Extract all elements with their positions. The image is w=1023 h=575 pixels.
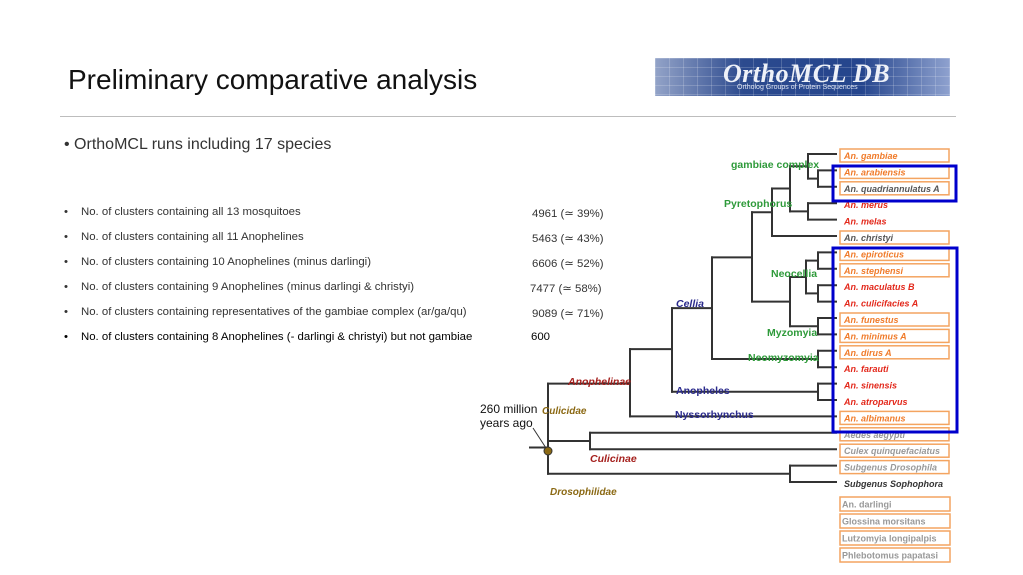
stat-value: 9089 (≃ 71%) — [532, 308, 604, 320]
species-box — [839, 459, 950, 475]
species-box — [839, 427, 950, 442]
species-box — [839, 410, 950, 426]
age-pointer-line — [532, 427, 547, 449]
stat-label: No. of clusters containing all 11 Anophe… — [81, 231, 304, 243]
species-label: An. albimanus — [843, 413, 906, 423]
species-label: An. quadriannulatus A — [843, 184, 940, 194]
species-label: An. arabiensis — [843, 167, 906, 177]
species-label: An. culicifacies A — [843, 299, 918, 309]
species-label: An. christyi — [843, 233, 894, 243]
species-box — [839, 230, 950, 245]
clade-neomyzomyia: Neomyzomyia — [748, 352, 819, 364]
clade-anophelinae: Anophelinae — [567, 376, 631, 388]
species-label: An. sinensis — [843, 381, 897, 391]
species-label: An. melas — [843, 217, 887, 227]
orthomcl-logo: OrthoMCL DB Ortholog Groups of Protein S… — [655, 58, 950, 96]
clade-myzomyia: Myzomyia — [767, 327, 817, 339]
species-box — [839, 148, 950, 163]
species-label: Culex quinquefaciatus — [844, 446, 940, 456]
species-box — [839, 164, 950, 180]
clade-drosophilidae: Drosophilidae — [550, 487, 617, 498]
clade-culicinae: Culicinae — [590, 453, 637, 465]
logo-name: OrthoMCL DB — [723, 59, 891, 88]
clade-pyretophorus: Pyretophorus — [724, 198, 792, 210]
anopheles-highlight — [831, 246, 959, 434]
species-label: An. epiroticus — [843, 249, 904, 259]
species-label: An. dirus A — [843, 348, 892, 358]
outgroup-box — [839, 547, 951, 563]
stat-label: No. of clusters containing 9 Anophelines… — [81, 281, 415, 293]
title-divider — [60, 116, 956, 117]
outgroup-box — [839, 530, 951, 546]
logo-subtitle: Ortholog Groups of Protein Sequences — [737, 84, 858, 91]
species-label: Aedes aegypti — [843, 430, 906, 440]
stat-value: 6606 (≃ 52%) — [532, 258, 604, 270]
page-title: Preliminary comparative analysis — [68, 64, 478, 95]
main-bullet-text: OrthoMCL runs including 17 species — [74, 136, 332, 153]
species-box — [839, 345, 950, 360]
outgroup-label: Phlebotomus papatasi — [842, 551, 938, 561]
species-label: An. minimus A — [843, 331, 907, 341]
outgroup-box — [839, 513, 951, 529]
clade-neocellia: Neocellia — [771, 268, 817, 280]
stat-label: No. of clusters containing representativ… — [81, 306, 467, 318]
stat-label: No. of clusters containing 8 Anophelines… — [81, 331, 473, 343]
gambiae-complex-highlight — [831, 164, 958, 203]
stat-label: No. of clusters containing 10 Anopheline… — [81, 256, 371, 268]
species-label: An. maculatus B — [843, 282, 915, 292]
main-bullet: • OrthoMCL runs including 17 species — [64, 136, 332, 153]
logo-grid-pattern — [655, 58, 950, 96]
clade-culicidae: Culicidae — [542, 406, 587, 417]
age-label-line1: 260 million — [480, 402, 537, 416]
species-label: Subgenus Sophophora — [844, 479, 943, 489]
clade-nyssorhynchus: Nyssorhynchus — [675, 409, 754, 421]
outgroup-box — [839, 496, 951, 512]
stat-value: 5463 (≃ 43%) — [532, 233, 604, 245]
species-box — [839, 443, 950, 458]
species-label: An. farauti — [843, 364, 889, 374]
species-box — [839, 328, 950, 344]
clade-anopheles: Anopheles — [676, 385, 730, 397]
species-label: An. gambiae — [843, 151, 898, 161]
stat-value: 4961 (≃ 39%) — [532, 208, 604, 220]
species-box — [839, 181, 950, 196]
species-box — [839, 246, 950, 262]
stat-value: 7477 (≃ 58%) — [530, 283, 602, 295]
age-label-line2: years ago — [480, 416, 533, 430]
species-label: Subgenus Drosophila — [844, 463, 937, 473]
root-node — [543, 446, 553, 456]
outgroup-label: An. darlingi — [842, 500, 892, 510]
clade-cellia: Cellia — [676, 298, 704, 310]
outgroup-label: Glossina morsitans — [842, 517, 926, 527]
species-label: An. stephensi — [843, 266, 904, 276]
stat-value: 600 — [531, 331, 551, 343]
outgroup-label: Lutzomyia longipalpis — [842, 534, 937, 544]
species-label: An. merus — [843, 200, 888, 210]
stat-label: No. of clusters containing all 13 mosqui… — [81, 206, 301, 218]
species-box — [839, 263, 950, 278]
clade-gambiae-complex: gambiae complex — [731, 159, 819, 171]
species-label: An. atroparvus — [843, 397, 908, 407]
species-box — [839, 312, 950, 327]
species-label: An. funestus — [843, 315, 899, 325]
